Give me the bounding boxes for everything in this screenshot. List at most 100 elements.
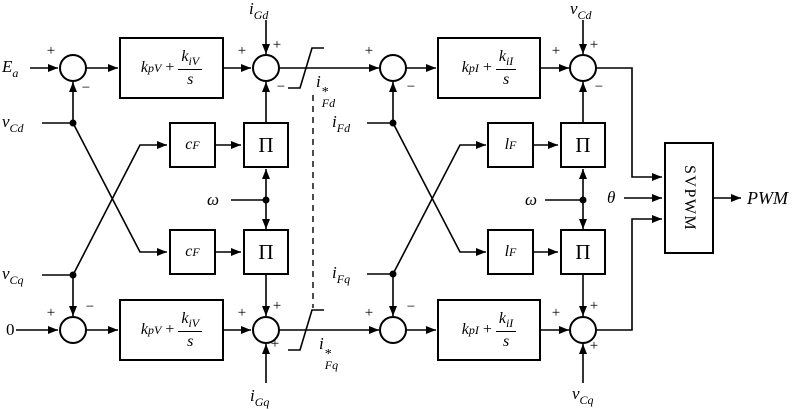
block-rect-pii-bottom [437,299,541,361]
label-ifd-ref-stack: *Fd [321,85,335,110]
label-igd: iGd [249,0,269,22]
sign-sum2-top: + [272,37,282,53]
block-rect-piv-top [119,37,224,99]
pii-bottom-num: kiI [495,309,517,332]
sign-sum1-bottom: − [81,80,91,96]
block-rect-mult-tl [243,122,289,168]
label-vcd-right: vCd [570,0,592,21]
wire-vcq-to-cf-top [72,141,167,276]
label-vcq-left: vCq [2,264,24,286]
sign-sum6-left: + [237,305,247,321]
label-ifd-ref: i*Fd [316,72,335,109]
junction-dot-omega-left [262,196,270,204]
cf-bottom-base: c [185,243,193,260]
label-ea-base: E [2,57,13,76]
label-ifq-ref-sup: * [324,347,332,362]
sign-sum6-bottom: + [270,336,280,352]
sign-sum2-left: + [237,43,247,59]
pii-top-den: s [502,70,510,88]
sign-sum7-left: + [364,305,374,321]
mult-tl-symbol: Π [258,132,274,157]
label-vcq-right-sub: Cq [579,393,594,407]
pii-bottom-ki: k [498,309,506,327]
sign-sum1-left: + [46,43,56,59]
piv-bottom-ki-sub: iV [188,315,200,330]
label-igq-base: i [250,386,255,405]
block-multiplier-bl: Π [244,230,288,274]
label-vcd-left-base: v [2,112,10,131]
mult-br-symbol: Π [575,239,591,264]
label-pwm: PWM [747,188,788,208]
label-theta: θ [607,188,615,208]
sign-sum2-bottom: − [276,79,286,95]
pii-top-ki: k [498,47,506,65]
block-multiplier-tl: Π [244,123,288,167]
label-ifq-ref-stack: *Fq [324,347,338,372]
label-ifd-base: i [332,112,337,131]
junction-dot-ifd [389,119,397,127]
pii-top-kp: k [461,59,469,76]
label-ifq-ref: i*Fq [319,334,338,371]
sign-sum6-top: + [272,298,282,314]
label-vcd-left: vCd [2,112,24,134]
pii-top-ki-sub: iI [505,53,514,68]
piv-top-op: + [165,59,175,76]
sum-junction-4 [569,54,597,82]
limiter-symbol-ifd-ref [288,47,324,89]
sign-sum4-top: + [589,37,599,53]
junction-dot-vcd [69,119,77,127]
lf-top-base: l [504,136,510,153]
label-igd-base: i [249,0,254,18]
block-rect-svpwm [664,142,714,254]
block-rect-piv-bottom [119,299,224,361]
label-vcq-right-base: v [572,384,580,403]
pii-bottom-kp-sub: pI [468,323,479,337]
block-rect-pii-top [437,37,541,99]
junction-dot-vcq [69,271,77,279]
label-vcd-right-base: v [570,0,578,18]
label-ea: Ea [2,57,18,79]
label-pwm-text: PWM [747,188,788,208]
sum-junction-8 [569,316,597,344]
label-ifq-base: i [332,263,337,282]
sign-sum7-top: − [406,299,416,315]
pii-top-op: + [482,59,492,76]
label-ifq: iFq [332,263,350,285]
block-rect-lf-top [487,122,534,168]
lf-top-sub: F [509,138,517,152]
label-zero-base: 0 [6,320,15,339]
piv-bottom-den: s [187,332,194,350]
sum-junction-3 [379,54,407,82]
cf-bottom-sub: F [192,245,200,259]
label-omega-right: ω [525,190,537,210]
piv-bottom-kp-sub: pV [147,323,162,337]
junction-dot-ifq [389,270,397,278]
lf-bottom-sub: F [509,245,517,259]
cf-top-base: c [185,136,193,153]
pii-top-frac: kiI s [495,47,517,88]
piv-top-ki: k [181,47,189,65]
block-svpwm: SVPWM [665,143,713,253]
block-rect-mult-br [560,229,606,275]
label-ifd-ref-base: i [316,72,321,91]
cf-top-sub: F [192,138,200,152]
sum-junction-2 [252,54,280,82]
sign-sum3-bottom: − [406,79,416,95]
sum-junction-5 [59,316,87,344]
label-ifd-ref-sup: * [321,85,329,100]
wire-ifd-to-lf-bottom [392,122,486,256]
label-omega-left-glyph: ω [207,190,220,209]
block-multiplier-br: Π [561,230,605,274]
label-igd-sub: Gd [253,8,269,22]
label-ifd: iFd [332,112,350,134]
pii-bottom-ki-sub: iI [505,315,514,330]
label-vcq-right: vCq [572,384,594,407]
